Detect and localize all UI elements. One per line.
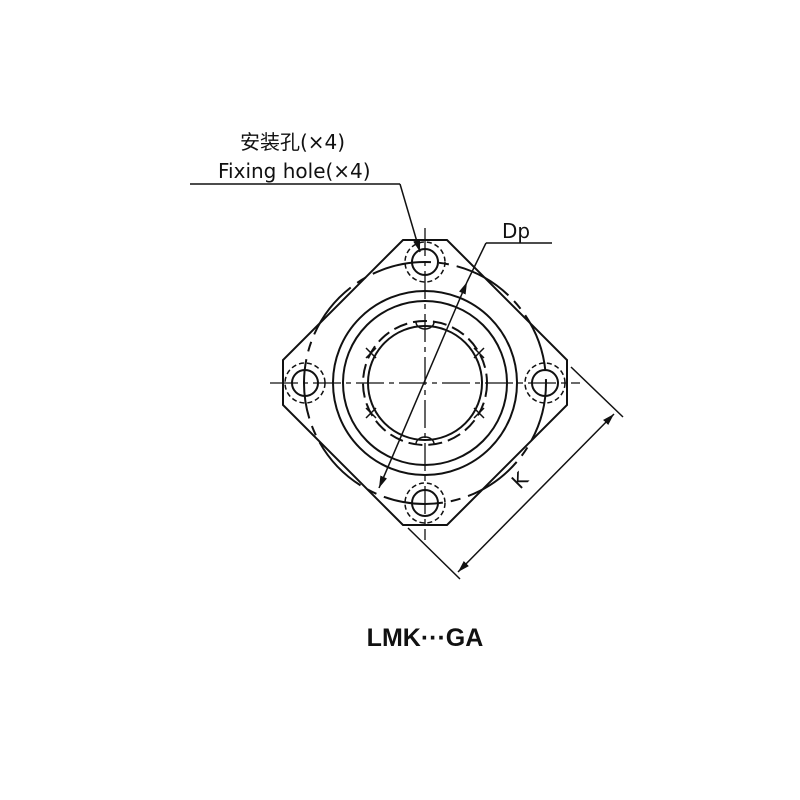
fixing-hole-leader bbox=[190, 183, 421, 253]
model-title: LMK···GA bbox=[367, 624, 484, 652]
fixing-hole-label-en: Fixing hole(×4) bbox=[218, 159, 371, 183]
dp-label: Dp bbox=[502, 219, 530, 243]
dp-dimension bbox=[378, 242, 552, 489]
k-dimension bbox=[407, 366, 624, 580]
k-label: K bbox=[507, 467, 534, 494]
fixing-hole-label-cn: 安装孔(×4) bbox=[240, 130, 345, 154]
center-lines bbox=[270, 228, 580, 540]
